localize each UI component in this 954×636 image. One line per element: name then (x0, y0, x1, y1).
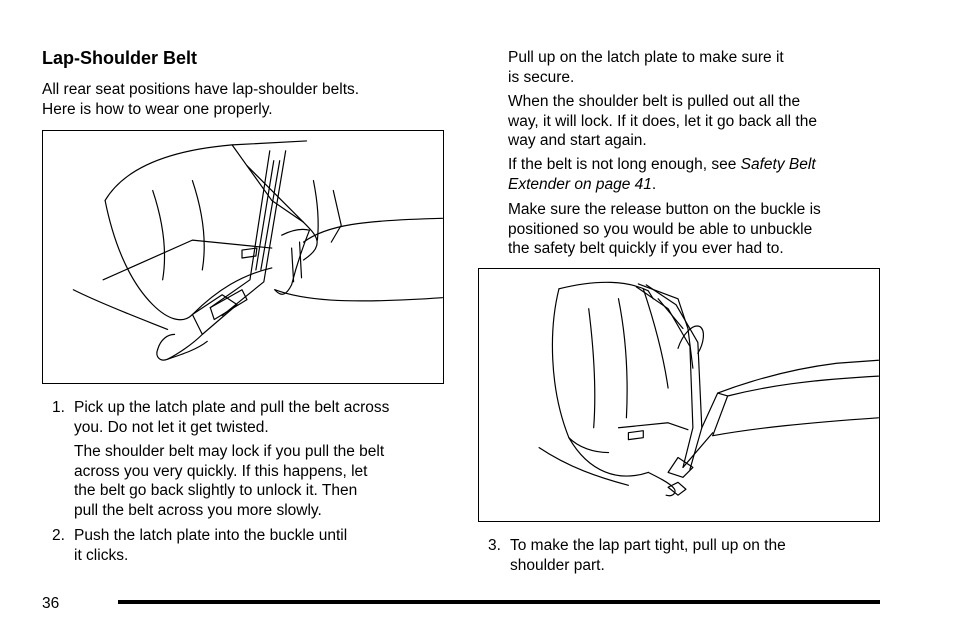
note-paragraph: The shoulder belt may lock if you pull t… (74, 442, 384, 520)
note-line: The shoulder belt may lock if you pull t… (74, 443, 385, 460)
paragraph-line: positioned so you would be able to unbuc… (508, 220, 813, 238)
lock-paragraph: When the shoulder belt is pulled out all… (508, 92, 817, 151)
intro-line: All rear seat positions have lap-shoulde… (42, 81, 360, 98)
figure-pick-up-latch-plate (42, 130, 444, 384)
paragraph-line: way and start again. (508, 132, 647, 149)
step-3-text: shoulder part. (510, 556, 605, 574)
figure-tighten-lap-belt (478, 268, 880, 522)
footer-rule (118, 600, 880, 604)
step-2-text: it clicks. (74, 546, 129, 564)
note-line: across you very quickly. If this happens… (74, 462, 368, 480)
paragraph-line: . (651, 175, 657, 193)
illustration-passenger-tightening-belt (538, 281, 879, 497)
step-1: 1. Pick up the latch plate and pull the b… (52, 398, 389, 437)
intro-paragraph: All rear seat positions have lap-shoulde… (42, 80, 359, 119)
step-1-text: Pick up the latch plate and pull the bel… (74, 399, 390, 416)
paragraph-line: is secure. (508, 68, 575, 86)
step-2-text: Push the latch plate into the buckle unt… (74, 527, 348, 544)
reference-title: Safety Belt (740, 156, 816, 173)
paragraph-line: way, it will lock. If it does, let it go… (508, 112, 817, 130)
note-line: the belt go back slightly to unlock it. … (74, 482, 358, 499)
reference-title: Extender on page 41 (508, 175, 652, 193)
step-3-number: 3. (488, 537, 501, 554)
step-1-text: you. Do not let it get twisted. (74, 418, 269, 436)
step-3-text: To make the lap part tight, pull up on t… (510, 537, 786, 554)
paragraph-line: If the belt is not long enough, see (508, 156, 741, 173)
note-line: pull the belt across you more slowly. (74, 501, 322, 519)
paragraph-line: When the shoulder belt is pulled out all… (508, 93, 801, 110)
intro-line: Here is how to wear one properly. (42, 100, 273, 118)
step-2: 2. Push the latch plate into the buckle u… (52, 526, 347, 565)
release-button-paragraph: Make sure the release button on the buck… (508, 200, 821, 259)
step-2-number: 2. (52, 527, 65, 544)
latch-check-paragraph: Pull up on the latch plate to make sure … (508, 48, 784, 87)
page-number: 36 (42, 595, 60, 612)
step-3: 3. To make the lap part tight, pull up on… (488, 536, 786, 575)
step-1-number: 1. (52, 399, 65, 416)
extender-paragraph: If the belt is not long enough, see Safe… (508, 155, 816, 194)
paragraph-line: Make sure the release button on the buck… (508, 201, 821, 218)
section-heading: Lap-Shoulder Belt (42, 48, 198, 68)
illustration-passenger-pulling-belt (72, 140, 443, 361)
paragraph-line: Pull up on the latch plate to make sure … (508, 49, 784, 66)
paragraph-line: the safety belt quickly if you ever had … (508, 240, 784, 257)
